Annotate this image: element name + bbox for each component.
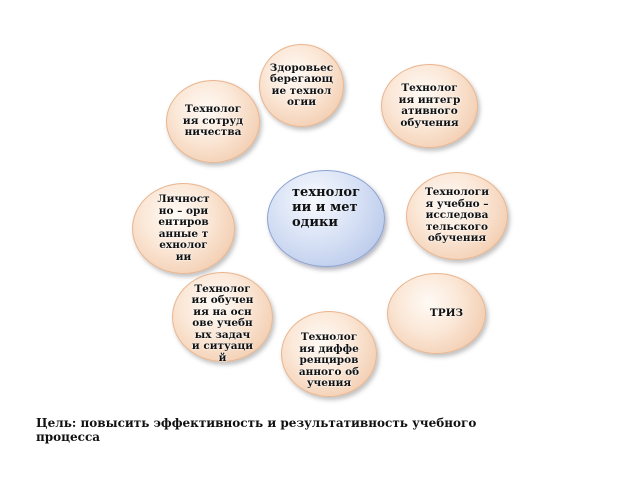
node-label: ТРИЗ — [429, 306, 464, 319]
node-differentiated-learning: Технология дифференцированного обучения — [281, 311, 377, 397]
center-bubble — [267, 170, 385, 267]
node-label: Личностно – ориентированные технологии — [157, 193, 210, 263]
node-cooperation-technology: Технология сотрудничества — [166, 80, 260, 163]
node-label: Технология интегративного обучения — [398, 82, 461, 129]
node-label: Здоровьесберегающие технологии — [269, 61, 334, 108]
node-research-learning: Технология учебно – исследовательского о… — [406, 172, 508, 260]
node-label: Технология сотрудничества — [182, 103, 244, 139]
goal-text: Цель: повысить эффективность и результат… — [36, 416, 477, 444]
node-health-technologies: Здоровьесберегающие технологии — [259, 44, 344, 127]
node-label: Технология обучения на основе учебных за… — [191, 282, 254, 364]
center-label: технологии и методики — [292, 185, 361, 230]
node-triz: ТРИЗ — [387, 273, 486, 354]
node-integrative-learning: Технология интегративного обучения — [381, 64, 478, 148]
node-learning-tasks-situations: Технология обучения на основе учебных за… — [172, 272, 273, 364]
node-personal-oriented: Личностно – ориентированные технологии — [132, 183, 235, 274]
node-label: Технология учебно – исследовательского о… — [424, 186, 490, 245]
node-label: Технология дифференцированного обучения — [298, 331, 360, 390]
